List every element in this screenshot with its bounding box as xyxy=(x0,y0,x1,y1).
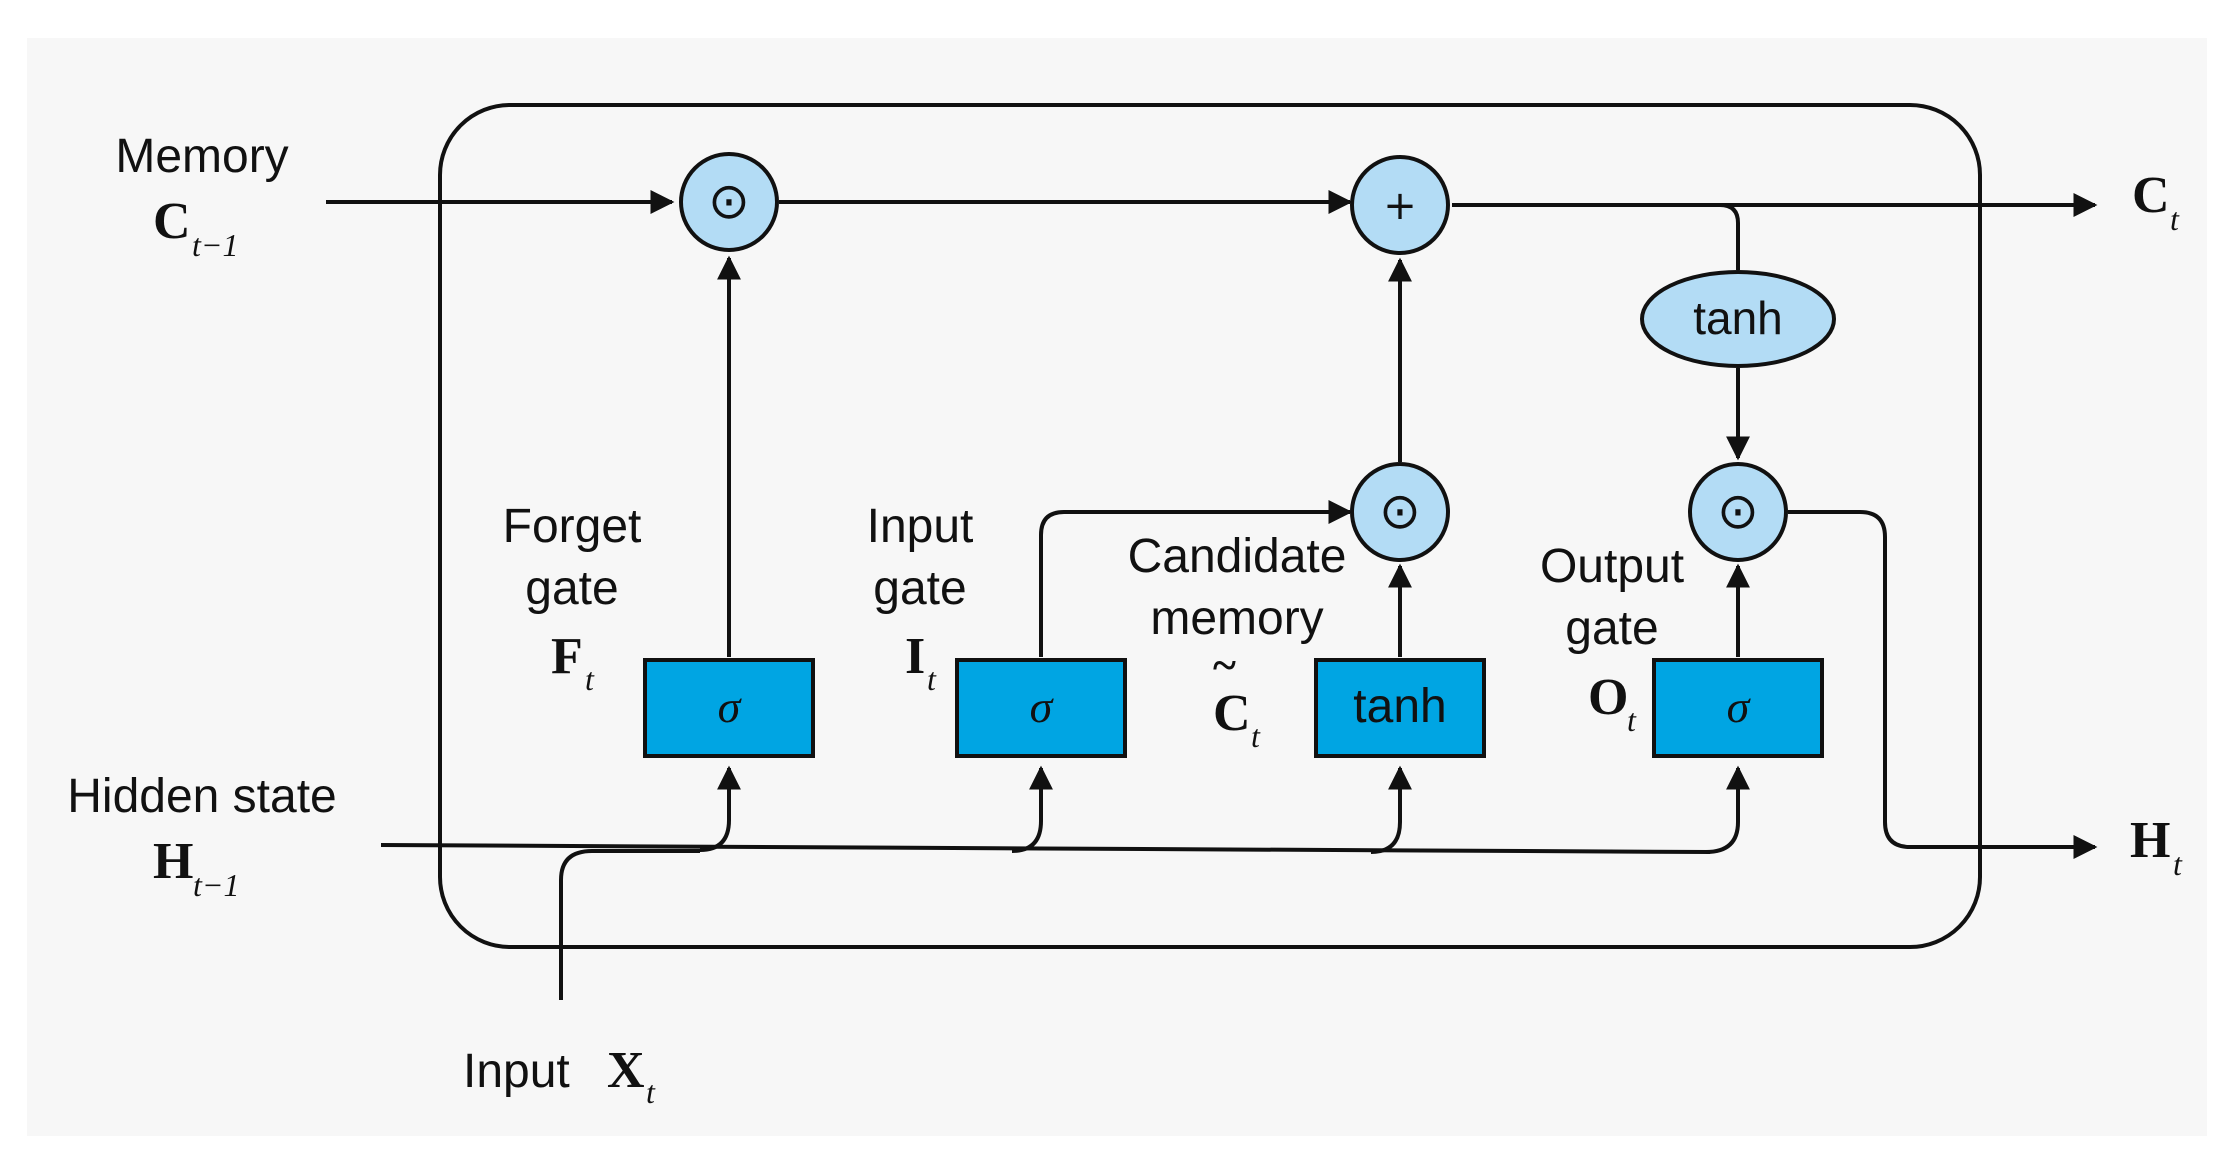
forget-activation-label: σ xyxy=(718,681,743,732)
multiply-icon: ⊙ xyxy=(1379,482,1421,540)
output-gate-label-line1: Output xyxy=(1540,540,1684,593)
output-activation-label: σ xyxy=(1727,681,1752,732)
hidden-output-symbol: H xyxy=(2130,812,2170,869)
candidate-memory-box: tanh xyxy=(1314,658,1486,758)
memory-input-subscript: t−1 xyxy=(192,227,238,263)
candidate-subscript: t xyxy=(1251,718,1261,754)
input-x-subscript: t xyxy=(646,1074,656,1110)
forget-gate-label-line2: gate xyxy=(525,562,618,615)
candidate-label-line2: memory xyxy=(1150,592,1323,645)
output-gate-symbol: O xyxy=(1588,669,1628,726)
forget-gate-label-line1: Forget xyxy=(503,500,642,553)
hidden-input-symbol: H xyxy=(153,833,193,890)
bus-to-input-wire xyxy=(1011,765,1053,853)
hidden-input-subscript: t−1 xyxy=(193,867,239,903)
hidden-output-subscript: t xyxy=(2173,846,2183,882)
bus-to-forget-wire xyxy=(699,765,741,852)
diagram-background xyxy=(27,38,2207,1136)
memory-output-symbol: C xyxy=(2132,167,2170,224)
forget-gate-box: σ xyxy=(643,658,815,758)
multiply-icon: ⊙ xyxy=(708,172,750,230)
input-gate-symbol: I xyxy=(905,628,925,685)
multiply-icon: ⊙ xyxy=(1717,482,1759,540)
input-gate-label-line2: gate xyxy=(873,562,966,615)
candidate-symbol: C xyxy=(1213,685,1251,742)
memory-to-tanh-wire xyxy=(1520,203,1740,270)
input-activation-label: σ xyxy=(1030,681,1055,732)
output-gate-subscript: t xyxy=(1627,702,1637,738)
memory-input-symbol: C xyxy=(153,193,191,250)
hidden-input-label: Hidden state xyxy=(67,770,337,823)
hidden-output-wire xyxy=(1788,510,2098,859)
forget-multiply-node: ⊙ xyxy=(679,152,779,252)
input-x-symbol: X xyxy=(607,1042,645,1099)
lstm-cell-boundary xyxy=(438,103,1982,949)
forget-gate-symbol: F xyxy=(551,628,583,685)
bus-to-candidate-wire xyxy=(1370,765,1412,854)
tanh-node-label: tanh xyxy=(1693,292,1783,344)
memory-output-subscript: t xyxy=(2170,201,2180,237)
output-gate-box: σ xyxy=(1652,658,1824,758)
plus-icon: + xyxy=(1383,183,1417,229)
input-gate-label-line1: Input xyxy=(867,500,974,553)
output-gate-label-line2: gate xyxy=(1565,602,1658,655)
candidate-label-line1: Candidate xyxy=(1128,530,1347,583)
candidate-tilde: ~ xyxy=(1213,641,1236,690)
tanh-node: tanh xyxy=(1640,270,1836,368)
memory-input-label: Memory xyxy=(115,130,288,183)
input-gate-subscript: t xyxy=(927,661,937,697)
candidate-multiply-node: ⊙ xyxy=(1350,462,1450,562)
hidden-state-bus xyxy=(380,843,1711,854)
candidate-activation-label: tanh xyxy=(1353,680,1446,733)
bus-to-output-wire xyxy=(1705,765,1750,854)
input-x-label: Input xyxy=(463,1045,570,1098)
input-gate-wire xyxy=(1039,500,1353,657)
input-gate-box: σ xyxy=(955,658,1127,758)
input-x-wire xyxy=(559,849,700,1000)
add-node: + xyxy=(1350,155,1450,255)
output-multiply-node: ⊙ xyxy=(1688,462,1788,562)
forget-gate-subscript: t xyxy=(585,661,595,697)
